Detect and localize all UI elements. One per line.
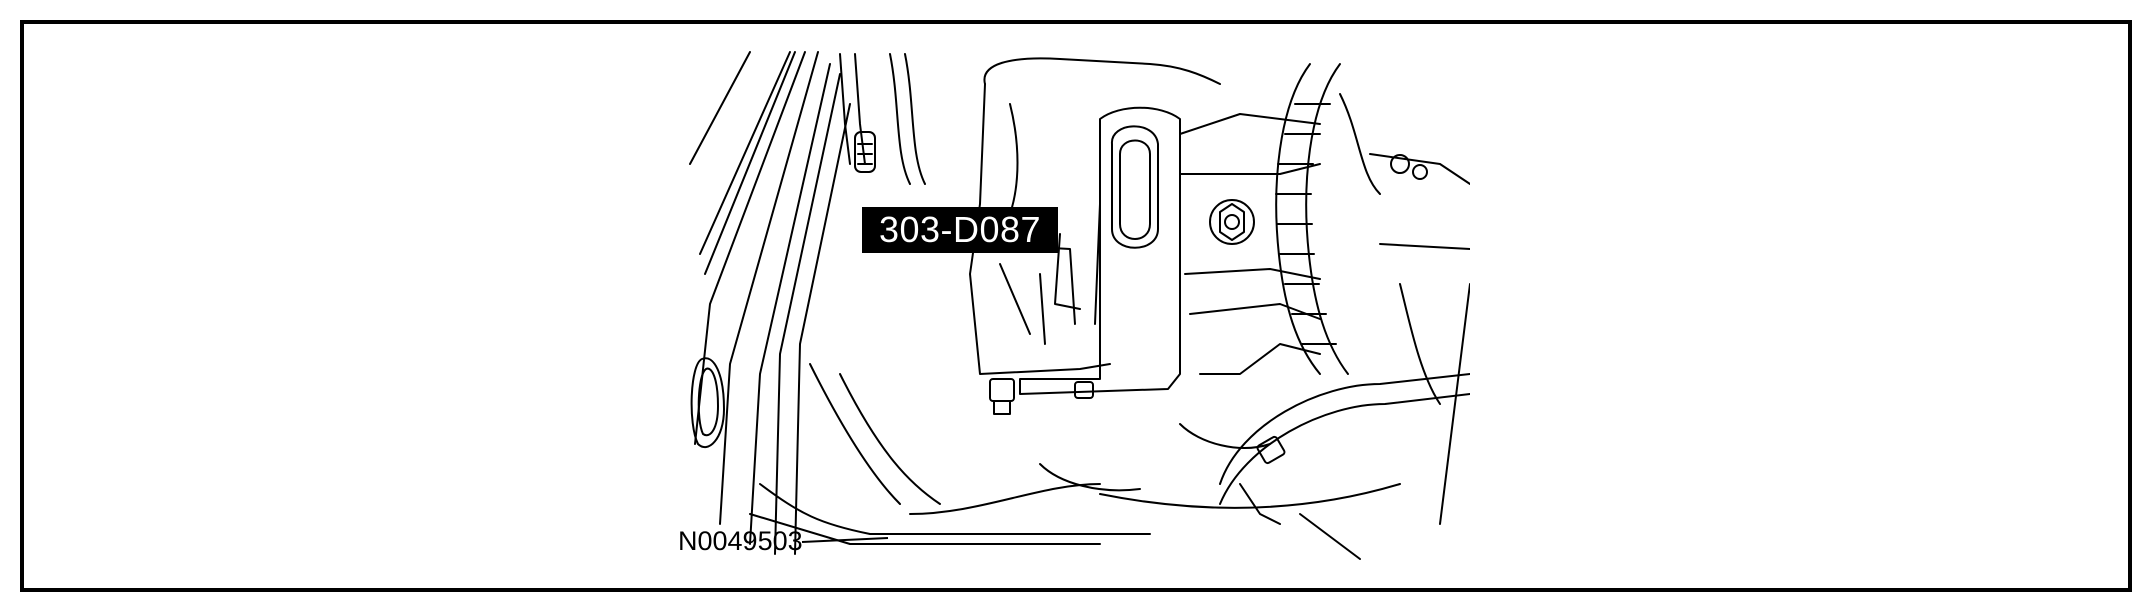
bracket-bolts [989, 378, 1094, 415]
figure-id-leader-line [801, 537, 889, 543]
hose-fittings [839, 53, 926, 185]
figure-border [20, 20, 2132, 592]
fender-panel-lines [689, 51, 851, 555]
engine-bay-line-drawing [689, 51, 1470, 560]
fender-slot-outline [690, 357, 725, 449]
ground-stud [1339, 93, 1470, 525]
mount-bracket [1019, 106, 1181, 395]
engine-bolt [1209, 199, 1255, 245]
lower-hose [1219, 373, 1470, 525]
tool-callout-label: 303-D087 [862, 207, 1058, 253]
wiring-harness [1275, 63, 1349, 375]
lower-panel-lines [749, 363, 1401, 560]
figure-id: N0049503 [678, 526, 803, 556]
